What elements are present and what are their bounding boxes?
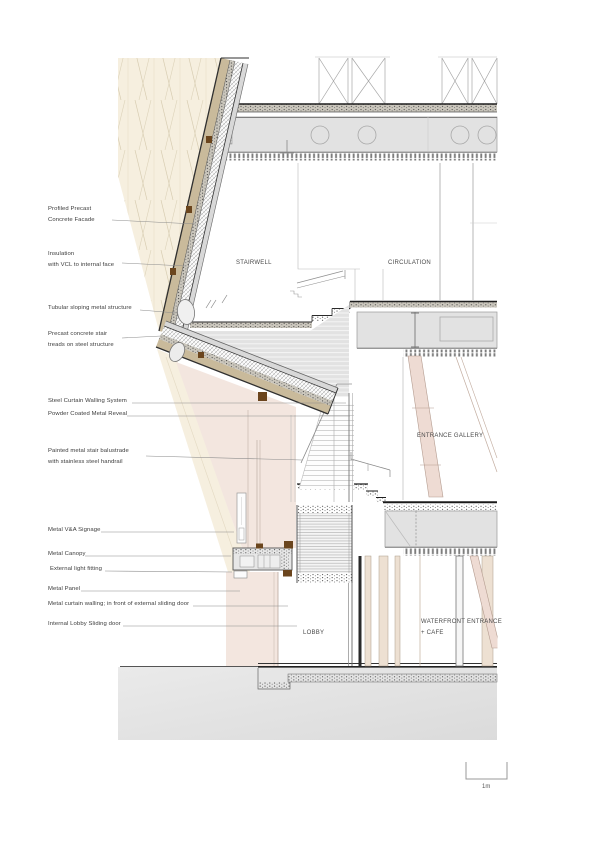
steel-curtain-wall [333,393,353,502]
diagonal-steel-braces-upper [402,355,498,500]
roof-truss-structure [315,56,498,105]
annotation-curtain-walling: Steel Curtain Walling System [48,398,127,404]
room-label-stairwell: STAIRWELL [236,260,272,266]
room-label-circulation: CIRCULATION [388,260,431,266]
annotation-curtain-walling-door: Metal curtain walling; in front of exter… [48,601,190,607]
annotation-va-signage: Metal V&A Signage [48,527,101,533]
annotation-lobby-sliding-door: Internal Lobby Sliding door [48,621,121,627]
external-light-fitting [233,570,248,579]
annotation-tubular-structure: Tubular sloping metal structure [48,305,132,311]
room-label-waterfront: WATERFRONT ENTRANCE + CAFE [421,619,502,636]
annotation-profiled-precast-facade: Profiled Precast Concrete Facade [48,206,95,223]
ground-floor-walls [358,555,498,667]
ground-mass [118,663,498,740]
annotation-metal-reveal: Powder Coated Metal Reveal [48,411,128,417]
gallery-stair-flight [298,383,391,490]
stairwell-circulation-structure [205,163,497,309]
room-label-lobby: LOBBY [303,630,325,636]
annotation-light-fitting: External light fitting [50,566,102,572]
lobby-stair-block [296,505,353,666]
mid-floor-slab [190,300,498,357]
tubular-structure-node [177,299,195,325]
internal-wall-tint [176,362,296,667]
room-label-entrance-gallery: ENTRANCE GALLERY [417,433,484,439]
annotation-metal-canopy: Metal Canopy [48,551,86,557]
cream-wedge [157,349,250,572]
internal-sliding-door [358,556,362,667]
entrance-canopy-group [232,492,293,579]
annotation-stair-balustrade: Painted metal stair balustrade with stai… [48,448,129,465]
scale-bar [465,762,508,780]
sloping-facade [155,57,339,415]
annotation-leaders [81,219,350,627]
annotation-insulation-vcl: Insulation with VCL to internal face [48,251,115,268]
annotation-precast-stair-treads: Precast concrete stair treads on steel s… [48,331,114,348]
annotation-metal-panel: Metal Panel [48,586,81,592]
facade-elevation-backdrop [118,58,250,572]
upper-floor-slab [222,103,498,161]
scale-bar-label: 1m [482,784,491,790]
